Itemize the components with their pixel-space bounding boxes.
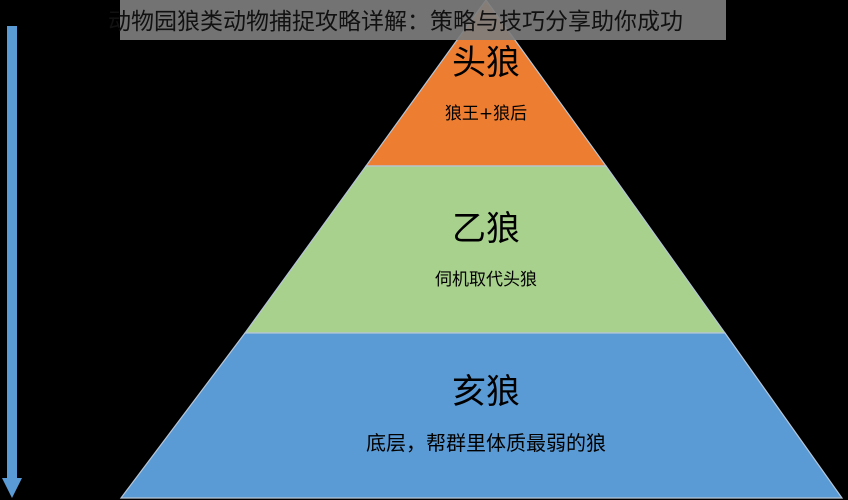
tier-middle-title: 乙狼 (452, 209, 520, 249)
tier-top-description: 狼王+狼后 (444, 104, 528, 124)
caption-background (120, 0, 726, 40)
tier-middle-description: 伺机取代头狼 (435, 270, 537, 290)
arrow-shaft (7, 26, 17, 482)
tier-bottom-shape (119, 332, 844, 499)
tier-middle-shape (243, 165, 727, 334)
caption-title: 动物园狼类动物捕捉攻略详解：策略与技巧分享助你成功 (108, 9, 683, 35)
tier-bottom-title: 亥狼 (452, 372, 520, 412)
arrow-head (2, 478, 22, 498)
tier-bottom-description: 底层，帮群里体质最弱的狼 (366, 431, 606, 455)
tier-top-title: 头狼 (452, 43, 520, 83)
